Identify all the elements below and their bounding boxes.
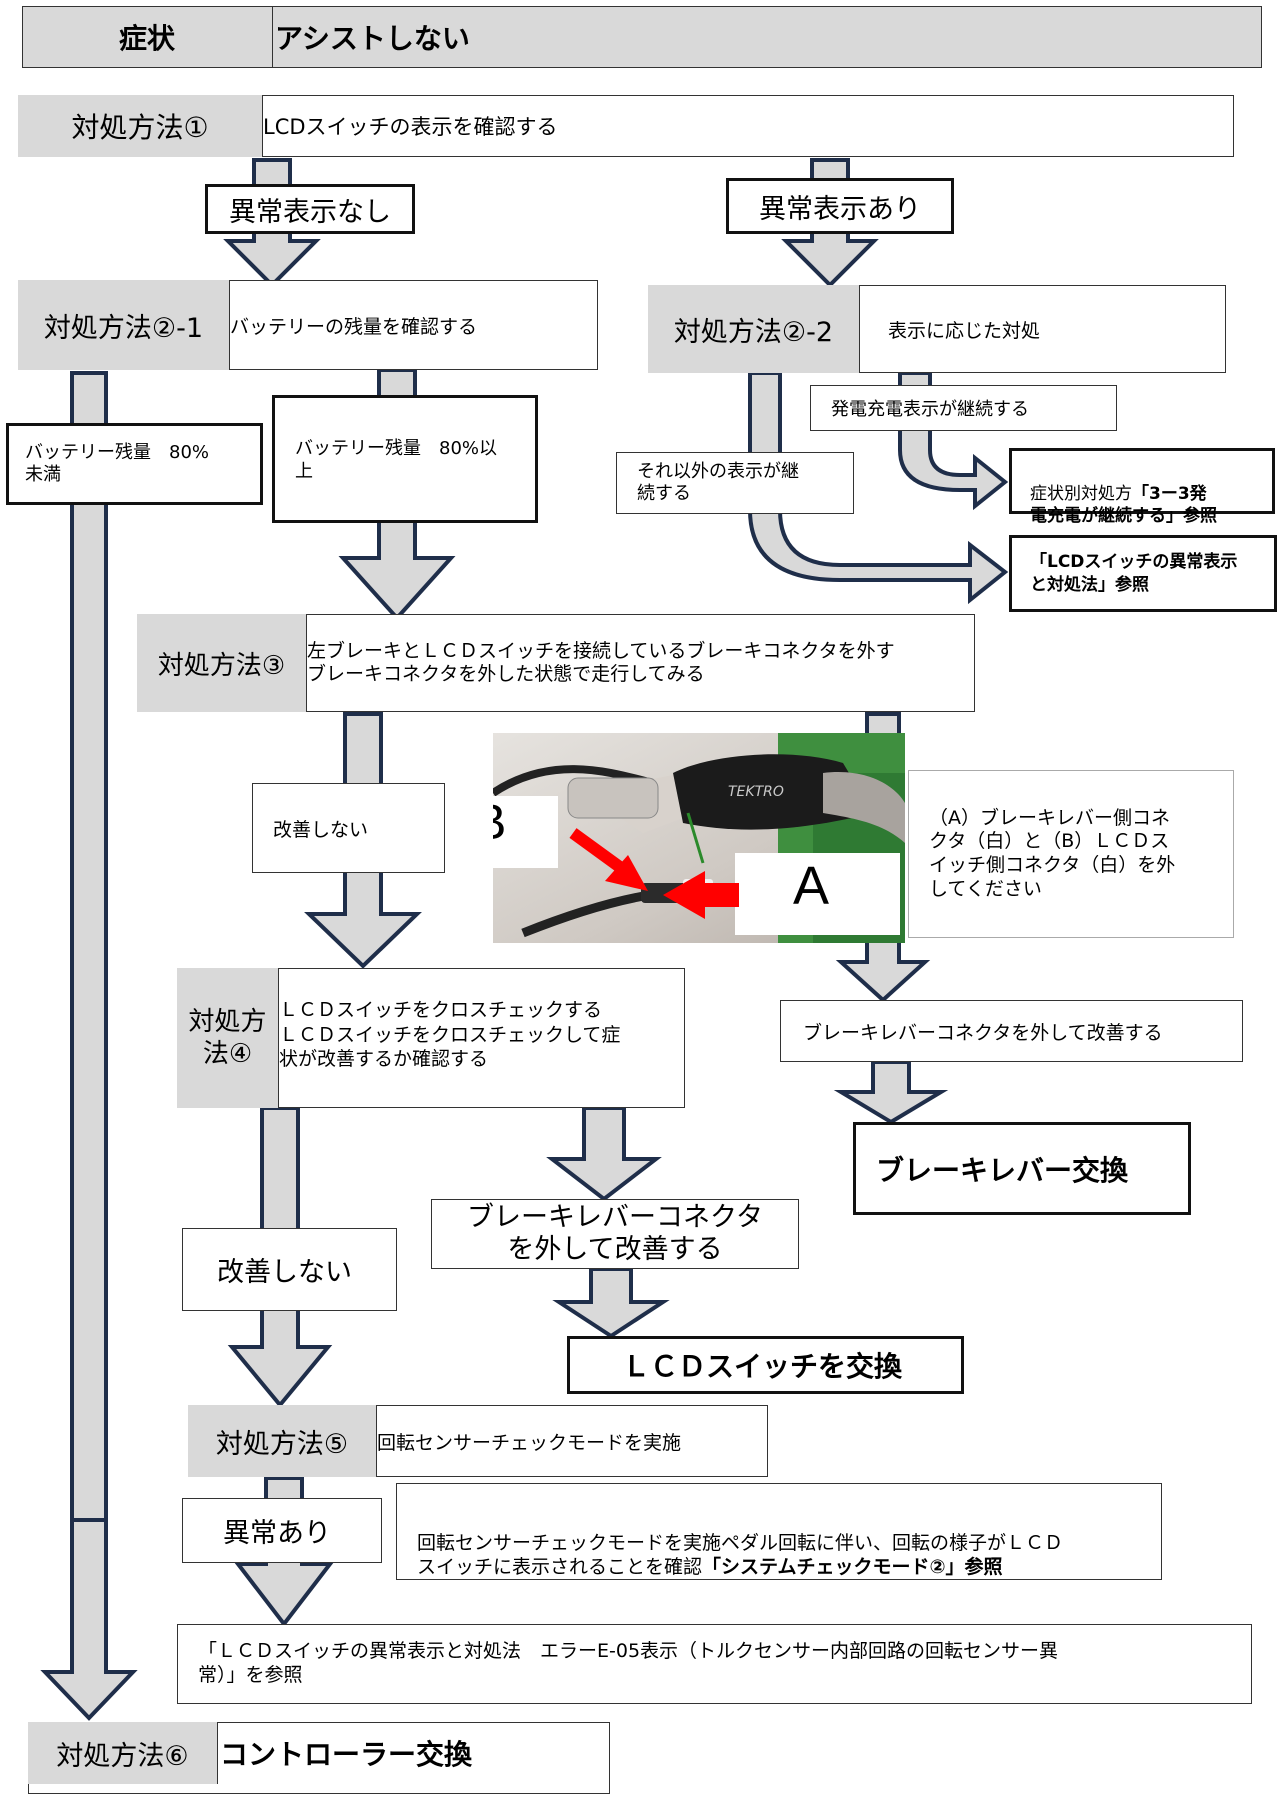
replace-lever-box: ブレーキレバー交換 xyxy=(853,1122,1191,1215)
step6-text: コントローラー交換 xyxy=(220,1738,473,1771)
step3-text: 左ブレーキとＬＣＤスイッチを接続しているブレーキコネクタを外す ブレーキコネクタ… xyxy=(307,640,895,685)
arrow-step4-improve xyxy=(546,1106,662,1202)
battery-high-box: バッテリー残量 80%以 上 xyxy=(272,395,538,523)
symptom-label: 症状 xyxy=(118,22,175,55)
tektro-brand-text: TEKTRO xyxy=(728,784,784,800)
step2-2-label: 対処方法②-2 xyxy=(648,285,860,373)
step3-label: 対処方法③ xyxy=(137,614,307,712)
arrow-to-step6 xyxy=(40,1518,138,1721)
ref-charge-box: 症状別対処方「3ー3発 電充電が継続する」参照 xyxy=(1009,448,1275,526)
other-display-box: それ以外の表示が継 続する xyxy=(616,452,854,514)
shaft-battery-low xyxy=(70,371,108,1695)
photo-label-a: A xyxy=(793,856,830,916)
arrow-connector-replace xyxy=(552,1267,670,1339)
ref-charge-link: 「3ー3発 電充電が継続する」参照 xyxy=(1030,484,1217,526)
no-improve-box-1: 改善しない xyxy=(252,783,445,873)
step2-1-text: バッテリーの残量を確認する xyxy=(230,315,478,338)
symptom-title: アシストしない xyxy=(272,6,1262,68)
step4-text: ＬＣＤスイッチをクロスチェックする ＬＣＤスイッチをクロスチェックして症 状が改… xyxy=(279,999,621,1071)
pointer-b-arrow xyxy=(569,828,648,891)
battery-low-box: バッテリー残量 80% 未満 xyxy=(6,423,263,505)
branch-error: 異常表示あり xyxy=(726,178,954,234)
sensor-note-ref: 「システムチェックモード②」参照 xyxy=(702,1555,1003,1578)
photo-label-b: B xyxy=(493,793,553,868)
pointer-a-arrow xyxy=(663,871,739,919)
no-improve-box-2: 改善しない xyxy=(182,1228,397,1311)
ref-lcd-error-box: 「LCDスイッチの異常表示 と対処法」参照 xyxy=(1009,535,1277,612)
photo-label-a-bg xyxy=(735,853,900,935)
step5-text: 回転センサーチェックモードを実施 xyxy=(377,1431,682,1454)
arrow-other-display xyxy=(748,371,1009,605)
step2-1-label: 対処方法②-1 xyxy=(18,280,230,370)
symptom-header xyxy=(22,6,1262,68)
photo-note-box: （A）ブレーキレバー側コネ クタ（白）と（B）ＬＣＤス イッチ側コネクタ（白）を… xyxy=(908,770,1234,938)
replace-lcd-box: ＬＣＤスイッチを交換 xyxy=(567,1336,964,1394)
improve-lever-box: ブレーキレバーコネクタを外して改善する xyxy=(780,1000,1243,1062)
abnormal-box: 異常あり xyxy=(182,1498,382,1563)
step1-label: 対処方法① xyxy=(18,95,263,157)
sensor-note-text: 回転センサーチェックモードを実施ペダル回転に伴い、回転の様子がＬＣＤ スイッチに… xyxy=(417,1531,1064,1578)
sensor-note-box: 回転センサーチェックモードを実施ペダル回転に伴い、回転の様子がＬＣＤ スイッチに… xyxy=(396,1483,1162,1580)
ref-charge-prefix: 症状別対処方 xyxy=(1030,484,1132,505)
charge-continue-box: 発電充電表示が継続する xyxy=(810,385,1117,431)
step2-2-text: 表示に応じた対処 xyxy=(888,319,1041,342)
arrow-improve-replace xyxy=(833,1060,949,1125)
step4-label: 対処方 法④ xyxy=(177,968,279,1108)
improve-connector-box: ブレーキレバーコネクタ を外して改善する xyxy=(431,1199,799,1269)
step1-text: LCDスイッチの表示を確認する xyxy=(263,115,558,139)
step6-label: 対処方法⑥ xyxy=(28,1722,218,1784)
branch-no-error: 異常表示なし xyxy=(205,184,415,234)
ref-e05-box: 「ＬＣＤスイッチの異常表示と対処法 エラーE-05表示（トルクセンサー内部回路の… xyxy=(177,1624,1252,1704)
brake-connector-photo: TEKTRO B A xyxy=(493,733,905,943)
step5-label: 対処方法⑤ xyxy=(188,1405,377,1477)
photo-label-b-bg xyxy=(493,796,558,868)
